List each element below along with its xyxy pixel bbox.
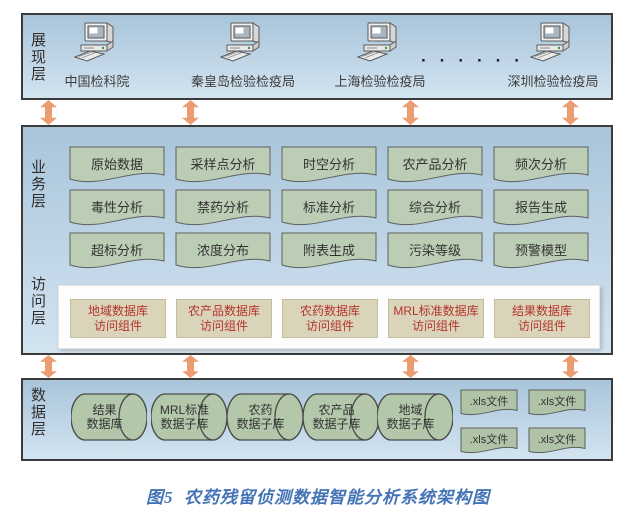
database-cylinder-label: MRL标准 数据子库: [159, 403, 210, 431]
xls-file: .xls文件: [460, 427, 518, 457]
database-cylinder: 农产品 数据子库: [303, 393, 379, 441]
double-arrow-icon: [182, 100, 199, 125]
computer-node-label: 深圳检验检疫局: [507, 74, 599, 89]
computer-node: 中国检科院: [32, 21, 162, 90]
double-arrow-icon: [402, 355, 419, 378]
database-cylinder: 结果 数据库: [71, 393, 147, 441]
business-item-label: 毒性分析: [90, 200, 143, 215]
business-item: 污染等级: [387, 232, 483, 272]
business-item: 预警模型: [493, 232, 589, 272]
xls-file: .xls文件: [460, 389, 518, 419]
database-cylinder: 地域 数据子库: [377, 393, 453, 441]
presentation-layer-label: 展现层: [30, 32, 46, 83]
data-layer-box: 数据层 结果 数据库 MRL标准 数据子库 农药 数据子库 农产品 数据子库 地…: [21, 378, 613, 461]
business-item-label: 预警模型: [514, 243, 567, 258]
access-layer-label: 访问层: [30, 276, 46, 327]
computer-node: 上海检验检疫局: [315, 21, 445, 90]
business-item-label: 综合分析: [408, 200, 461, 215]
computer-icon: [356, 22, 397, 62]
business-item-label: 原始数据: [90, 157, 143, 172]
business-item-label: 农产品分析: [402, 157, 468, 172]
computer-icon: [219, 22, 260, 62]
business-layer-label: 业务层: [30, 159, 46, 210]
business-item: 浓度分布: [175, 232, 271, 272]
computer-node: 深圳检验检疫局: [488, 21, 618, 90]
xls-file-label: .xls文件: [469, 396, 509, 408]
business-item-label: 采样点分析: [190, 157, 256, 172]
access-component: MRL标准数据库 访问组件: [388, 299, 484, 338]
business-item: 超标分析: [69, 232, 165, 272]
business-item: 报告生成: [493, 189, 589, 229]
business-item: 原始数据: [69, 146, 165, 186]
database-cylinder-label: 农药 数据子库: [236, 403, 285, 431]
access-component: 农产品数据库 访问组件: [176, 299, 272, 338]
business-item: 农产品分析: [387, 146, 483, 186]
computer-node-label: 秦皇岛检验检疫局: [190, 74, 295, 89]
database-cylinder-label: 地域 数据子库: [386, 403, 435, 431]
business-item-label: 频次分析: [514, 157, 567, 172]
presentation-layer-box: 展现层 中国检科院: [21, 13, 613, 100]
business-item-label: 时空分析: [302, 157, 355, 172]
computer-icon: [529, 22, 570, 62]
xls-file-label: .xls文件: [537, 396, 577, 408]
data-layer-label: 数据层: [30, 387, 46, 438]
double-arrow-icon: [402, 100, 419, 125]
computer-node-label: 中国检科院: [64, 74, 130, 89]
double-arrow-icon: [40, 100, 57, 125]
computer-node: 秦皇岛检验检疫局: [178, 21, 308, 90]
business-access-layer-box: 业务层 原始数据 采样点分析 时空分析 农产品分析 频次分析 毒性分析 禁药分析…: [21, 125, 613, 355]
double-arrow-icon: [562, 100, 579, 125]
computer-icon: [73, 22, 114, 62]
business-item-label: 超标分析: [90, 243, 143, 258]
access-panel: 地域数据库 访问组件 农产品数据库 访问组件 农药数据库 访问组件 MRL标准数…: [58, 285, 600, 349]
business-item: 毒性分析: [69, 189, 165, 229]
business-item: 综合分析: [387, 189, 483, 229]
business-item: 采样点分析: [175, 146, 271, 186]
xls-file: .xls文件: [528, 389, 586, 419]
business-item-label: 污染等级: [408, 243, 461, 258]
business-item-label: 禁药分析: [196, 200, 249, 215]
business-item: 频次分析: [493, 146, 589, 186]
access-component: 农药数据库 访问组件: [282, 299, 378, 338]
database-cylinder: 农药 数据子库: [227, 393, 303, 441]
double-arrow-icon: [182, 355, 199, 378]
business-item-label: 附表生成: [302, 243, 355, 258]
business-item-label: 浓度分布: [196, 243, 249, 258]
xls-file: .xls文件: [528, 427, 586, 457]
database-cylinder-label: 结果 数据库: [86, 403, 123, 431]
access-component: 结果数据库 访问组件: [494, 299, 590, 338]
business-item: 附表生成: [281, 232, 377, 272]
xls-file-label: .xls文件: [469, 434, 509, 446]
xls-file-label: .xls文件: [537, 434, 577, 446]
access-component: 地域数据库 访问组件: [70, 299, 166, 338]
business-item: 标准分析: [281, 189, 377, 229]
business-item: 禁药分析: [175, 189, 271, 229]
figure-caption: 图5 农药残留侦测数据智能分析系统架构图: [146, 488, 490, 507]
dots-ellipsis: ······: [421, 51, 533, 70]
double-arrow-icon: [562, 355, 579, 378]
business-item: 时空分析: [281, 146, 377, 186]
computer-node-label: 上海检验检疫局: [334, 74, 426, 89]
database-cylinder-label: 农产品 数据子库: [312, 403, 361, 431]
business-item-label: 报告生成: [514, 200, 567, 215]
business-item-label: 标准分析: [302, 200, 355, 215]
double-arrow-icon: [40, 355, 57, 378]
database-cylinder: MRL标准 数据子库: [151, 393, 227, 441]
